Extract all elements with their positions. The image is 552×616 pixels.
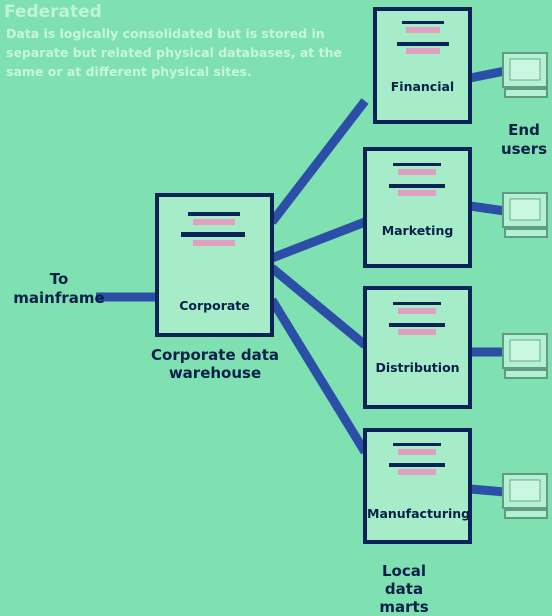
- connector-corporate-distribution: [269, 264, 368, 349]
- database-tray-icon: [181, 212, 245, 246]
- connector-corporate-financial: [268, 98, 369, 225]
- marketing-label: Marketing: [381, 223, 454, 238]
- corporate-warehouse-caption: Corporate data warehouse: [151, 346, 279, 382]
- connector-manufacturing-user: [469, 484, 506, 497]
- manufacturing-label: Manufacturing: [367, 506, 471, 521]
- corporate-warehouse-box: [155, 193, 274, 337]
- computer-icon: [502, 52, 548, 98]
- distribution-mart-box: [363, 286, 472, 409]
- connector-marketing-user: [469, 201, 506, 216]
- diagram-canvas: [96, 7, 548, 544]
- corporate-box-label: Corporate: [179, 298, 250, 313]
- diagram-title: Federated: [4, 2, 102, 22]
- connector-corporate-manufacturing: [268, 297, 369, 455]
- computer-icon: [502, 333, 548, 379]
- end-users-label: End users: [500, 121, 548, 158]
- local-data-marts-caption: Local data marts: [379, 562, 429, 616]
- database-tray-icon: [397, 21, 449, 54]
- manufacturing-mart-box: [363, 428, 472, 544]
- connector-financial-user: [469, 66, 506, 83]
- distribution-label: Distribution: [375, 360, 460, 375]
- mainframe-label: To mainframe: [13, 270, 105, 307]
- computer-icon: [502, 192, 548, 238]
- connector-corporate-marketing: [270, 217, 367, 263]
- financial-label: Financial: [390, 79, 455, 94]
- database-tray-icon: [389, 302, 445, 335]
- financial-mart-box: [373, 7, 472, 124]
- marketing-mart-box: [363, 147, 472, 268]
- database-tray-icon: [389, 443, 445, 475]
- computer-icon: [502, 473, 548, 519]
- diagram-description: Data is logically consolidated but is st…: [6, 26, 342, 79]
- database-tray-icon: [389, 163, 445, 196]
